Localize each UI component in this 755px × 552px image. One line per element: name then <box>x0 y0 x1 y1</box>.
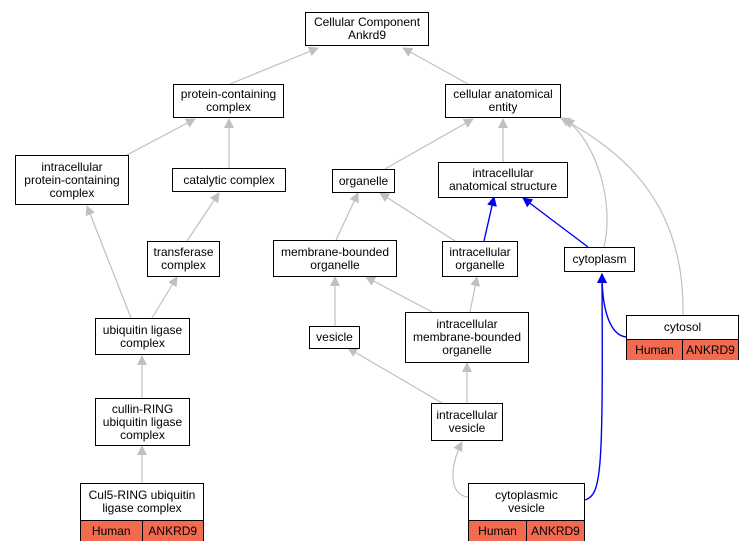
edge-organelle-to-cellular-entity <box>384 118 474 170</box>
edge-intra-protein-to-protein-complex <box>124 118 196 157</box>
node-cellular-component-root[interactable]: Cellular Component Ankrd9 <box>305 12 429 46</box>
edge-cyto-vesicle-to-intra-vesicle <box>452 441 469 498</box>
edge-ubiquitin-to-intra-protein <box>85 205 132 319</box>
node-cytosol-annotation: Human ANKRD9 <box>627 339 738 360</box>
node-intracellular-membrane-bounded-organelle[interactable]: intracellular membrane-bounded organelle <box>405 312 529 363</box>
node-organelle[interactable]: organelle <box>332 169 395 193</box>
edge-intra-vesicle-to-vesicle <box>347 347 443 404</box>
annotation-gene: ANKRD9 <box>526 521 584 541</box>
edge-intra-organelle-to-organelle <box>379 192 456 242</box>
node-cellular-anatomical-entity[interactable]: cellular anatomical entity <box>445 84 561 118</box>
edge-protein-complex-to-root <box>229 46 319 85</box>
node-cytosol[interactable]: cytosol Human ANKRD9 <box>626 315 739 360</box>
node-cullin-ring-ubiquitin-ligase-complex[interactable]: cullin-RING ubiquitin ligase complex <box>95 398 190 446</box>
node-cytoplasmic-vesicle[interactable]: cytoplasmic vesicle Human ANKRD9 <box>468 483 585 541</box>
node-cytoplasmic-vesicle-label: cytoplasmic vesicle <box>495 488 558 515</box>
annotation-species: Human <box>627 340 682 360</box>
edge-intra-membrane-to-intra-organelle <box>469 276 481 313</box>
annotation-species: Human <box>469 521 526 541</box>
node-intracellular-vesicle[interactable]: intracellular vesicle <box>431 403 503 441</box>
edge-intra-organelle-to-intra-anatomical <box>483 196 497 242</box>
node-intracellular-anatomical-structure[interactable]: intracellular anatomical structure <box>438 162 568 198</box>
node-membrane-bounded-organelle[interactable]: membrane-bounded organelle <box>273 240 397 277</box>
node-cytoplasmic-vesicle-annotation: Human ANKRD9 <box>469 520 584 541</box>
node-intracellular-organelle[interactable]: intracellular organelle <box>442 241 518 277</box>
edge-cytosol-to-cytoplasm <box>597 273 627 338</box>
edge-intra-membrane-to-membrane-organelle <box>365 276 433 313</box>
node-transferase-complex[interactable]: transferase complex <box>147 241 220 277</box>
node-intracellular-protein-containing-complex[interactable]: intracellular protein-containing complex <box>15 155 129 205</box>
node-vesicle[interactable]: vesicle <box>309 326 360 349</box>
edge-cyto-vesicle-to-cytoplasm <box>584 273 608 501</box>
annotation-gene: ANKRD9 <box>141 521 203 541</box>
edges <box>85 46 684 501</box>
edge-cytoplasm-to-intra-anatomical <box>522 197 589 248</box>
edge-membrane-organelle-to-organelle <box>335 192 359 241</box>
edge-transferase-to-catalytic <box>186 192 220 242</box>
edge-cellular-entity-to-root <box>402 47 469 85</box>
annotation-species: Human <box>81 521 142 541</box>
node-cul5-ring-label: Cul5-RING ubiquitin ligase complex <box>88 488 196 515</box>
node-cul5-ring-ubiquitin-ligase-complex[interactable]: Cul5-RING ubiquitin ligase complex Human… <box>80 483 204 541</box>
node-cytoplasm[interactable]: cytoplasm <box>564 247 635 272</box>
annotation-gene: ANKRD9 <box>682 340 738 360</box>
edge-cytoplasm-to-cellular-entity <box>564 118 608 248</box>
node-cul5-ring-annotation: Human ANKRD9 <box>81 520 203 541</box>
node-catalytic-complex[interactable]: catalytic complex <box>172 168 286 192</box>
node-cytosol-label: cytosol <box>663 320 702 334</box>
node-ubiquitin-ligase-complex[interactable]: ubiquitin ligase complex <box>95 318 190 355</box>
node-protein-containing-complex[interactable]: protein-containing complex <box>173 84 284 118</box>
edge-ubiquitin-to-transferase <box>151 276 178 319</box>
edge-cytosol-to-cellular-entity <box>560 117 684 316</box>
